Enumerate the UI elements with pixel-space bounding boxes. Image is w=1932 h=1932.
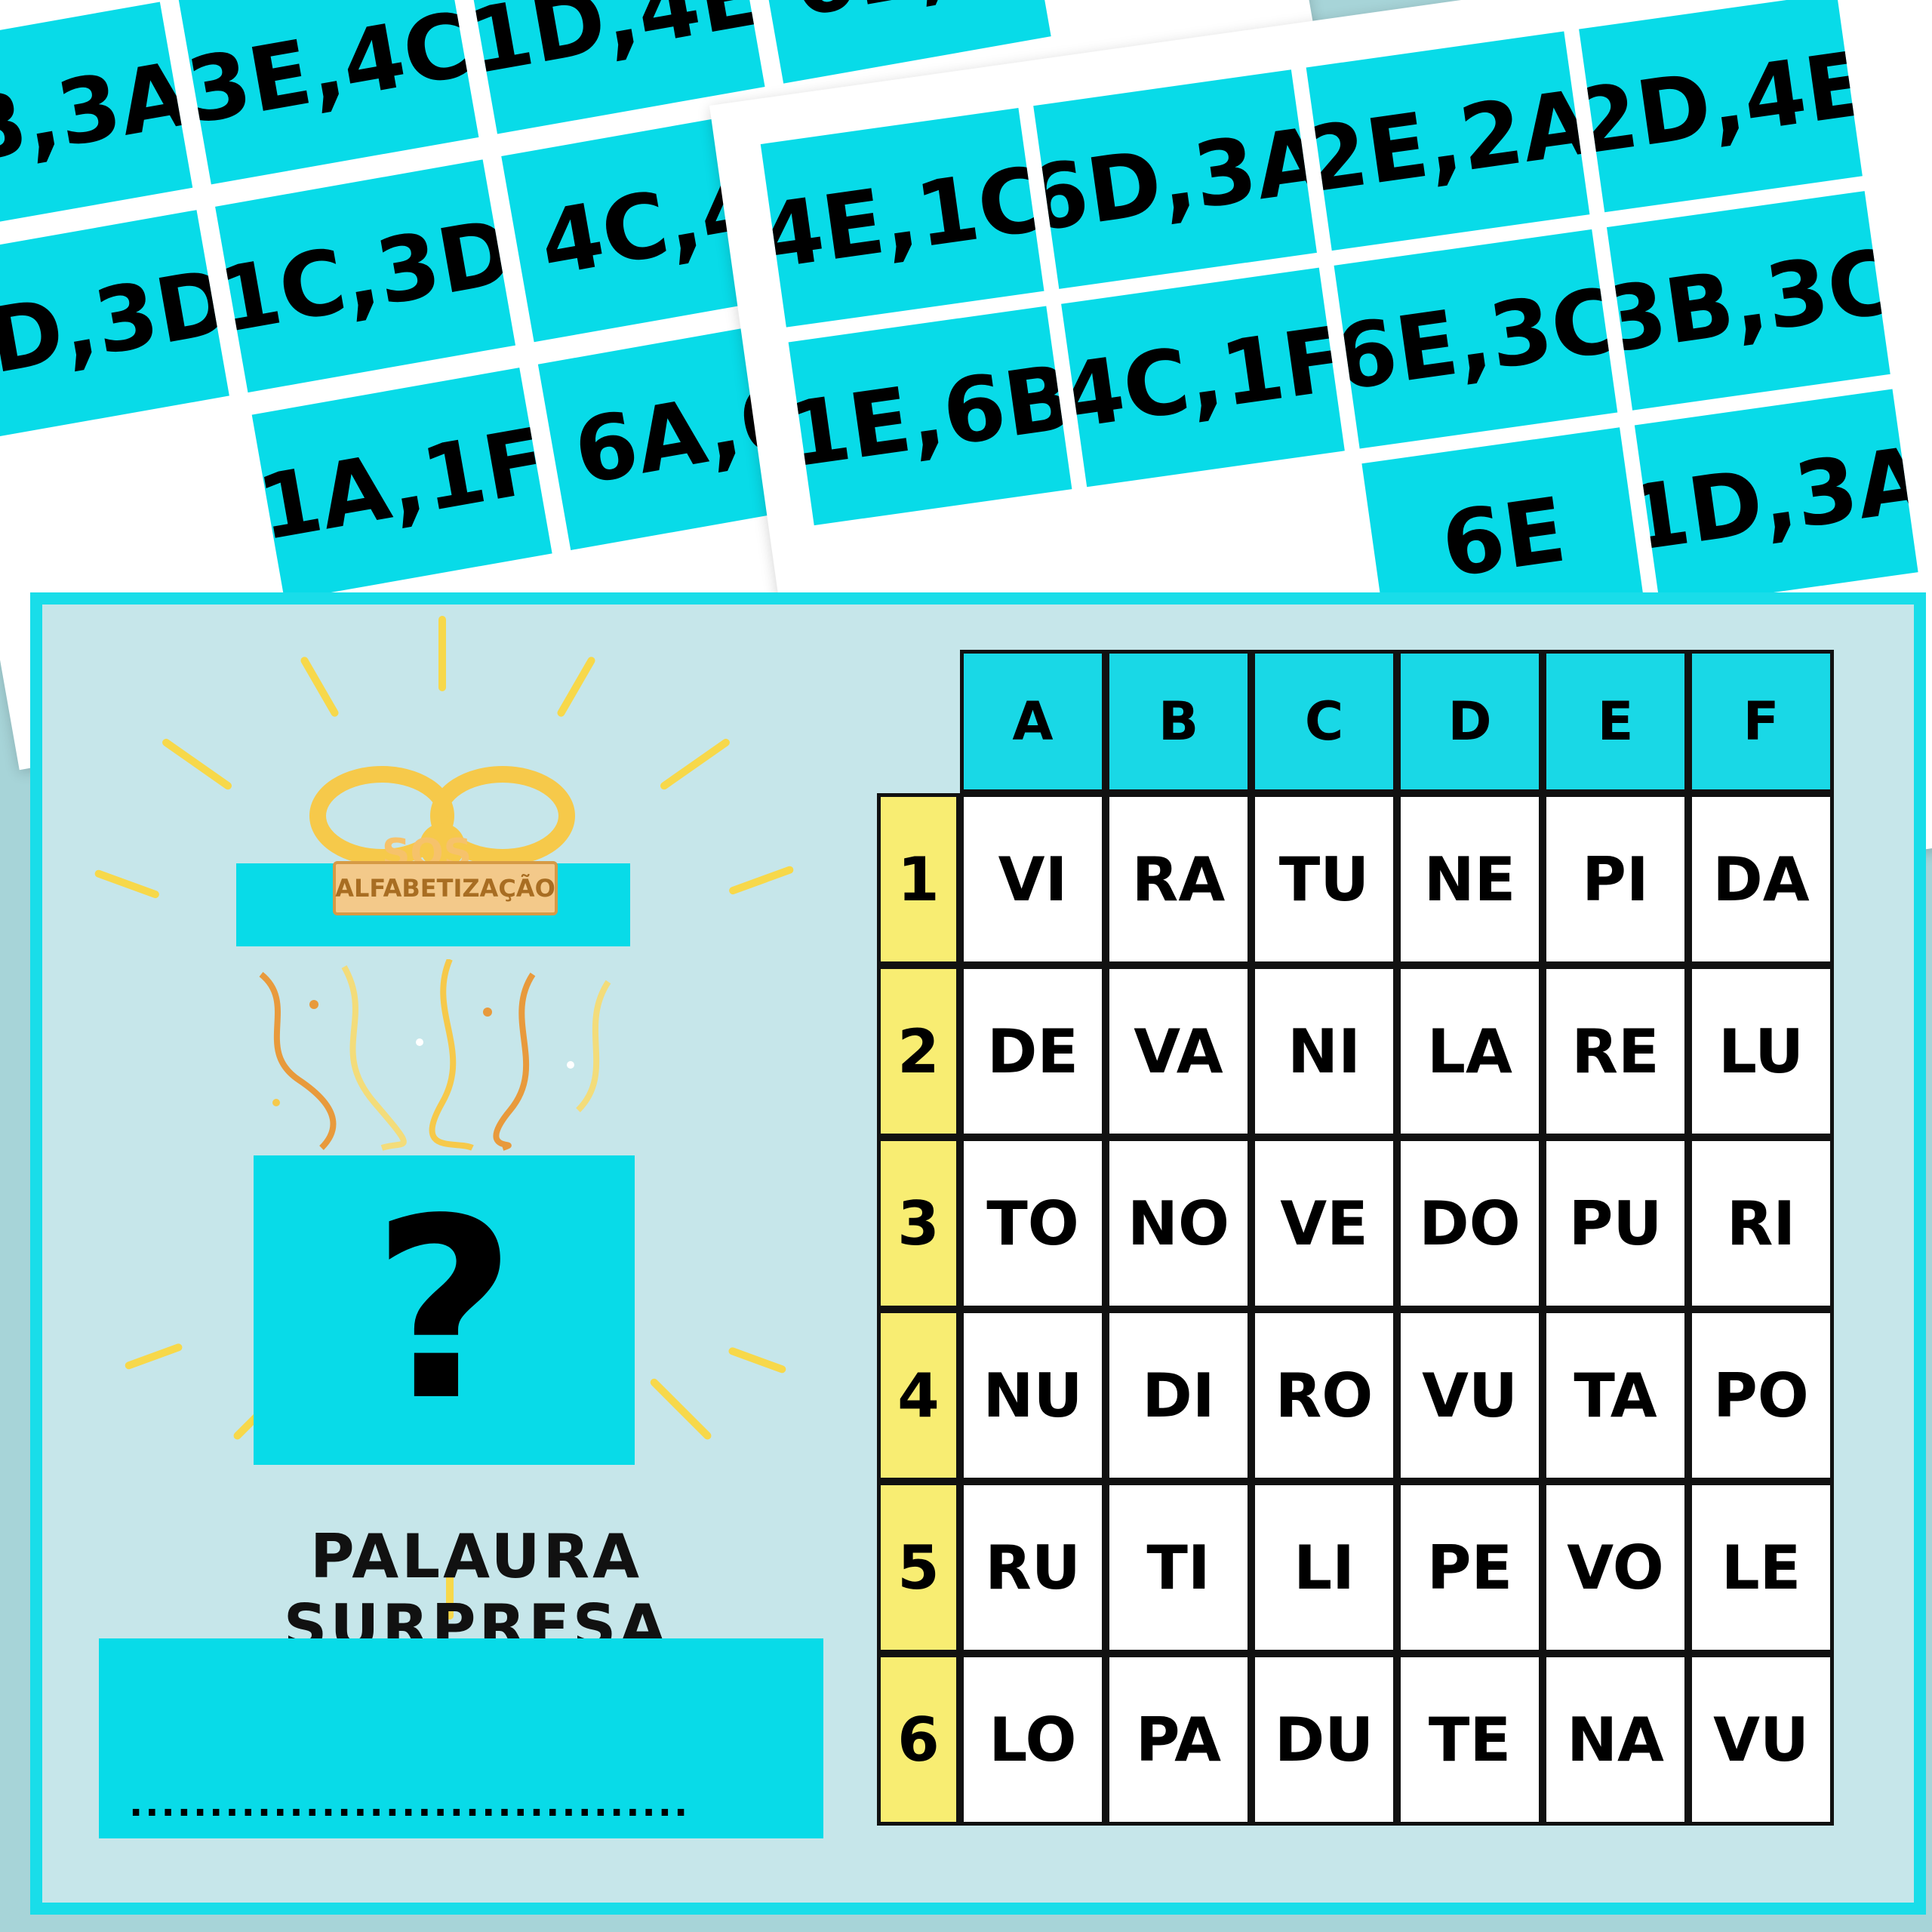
card[interactable]: 3B,3C — [1606, 191, 1890, 411]
grid-cell[interactable]: LI — [1251, 1481, 1397, 1654]
light-ray — [728, 865, 795, 896]
light-ray — [299, 655, 340, 718]
light-ray — [728, 1346, 787, 1374]
grid-corner — [877, 650, 960, 793]
light-ray — [648, 1377, 713, 1441]
card[interactable]: 4E,1C — [760, 108, 1044, 328]
grid-cell[interactable]: TI — [1106, 1481, 1251, 1654]
grid-cell[interactable]: LA — [1397, 965, 1543, 1137]
grid-cell[interactable]: TE — [1397, 1654, 1543, 1826]
answer-line: ................................... — [129, 1786, 691, 1822]
column-header: B — [1106, 650, 1251, 793]
column-header: A — [960, 650, 1106, 793]
grid-cell[interactable]: TA — [1543, 1309, 1688, 1481]
grid-cell[interactable]: RE — [1543, 965, 1688, 1137]
row-header: 4 — [877, 1309, 960, 1481]
row-header: 3 — [877, 1137, 960, 1309]
card[interactable]: 6D,3A — [1033, 69, 1317, 289]
grid-cell[interactable]: NU — [960, 1309, 1106, 1481]
grid-cell[interactable]: VE — [1251, 1137, 1397, 1309]
grid-cell[interactable]: PU — [1543, 1137, 1688, 1309]
grid-cell[interactable]: TU — [1251, 793, 1397, 965]
card[interactable]: 4C,1F — [1061, 267, 1345, 488]
answer-box[interactable]: ................................... — [99, 1638, 823, 1838]
grid-cell[interactable]: VO — [1543, 1481, 1688, 1654]
card[interactable]: 2B,3A — [0, 2, 193, 235]
card[interactable]: 1E,6B — [788, 306, 1072, 526]
grid-cell[interactable]: PE — [1397, 1481, 1543, 1654]
logo-banner: ALFABETIZAÇÃO — [333, 861, 558, 915]
column-header: F — [1688, 650, 1834, 793]
card[interactable]: 2D,3D — [0, 210, 229, 443]
card[interactable]: 1D,3A — [1634, 389, 1918, 609]
grid-cell[interactable]: DE — [960, 965, 1106, 1137]
grid-cell[interactable]: DU — [1251, 1654, 1397, 1826]
grid-cell[interactable]: NO — [1106, 1137, 1251, 1309]
grid-cell[interactable]: VU — [1688, 1654, 1834, 1826]
grid-cell[interactable]: LU — [1688, 965, 1834, 1137]
card[interactable]: 1A,1F — [251, 368, 552, 601]
card[interactable]: 2E,2A — [1306, 31, 1590, 251]
grid-cell[interactable]: RO — [1251, 1309, 1397, 1481]
light-ray — [438, 616, 446, 691]
row-header: 6 — [877, 1654, 960, 1826]
column-header: C — [1251, 650, 1397, 793]
light-ray — [94, 869, 161, 900]
grid-cell[interactable]: LE — [1688, 1481, 1834, 1654]
gift-bow-icon — [309, 766, 575, 869]
grid-cell[interactable]: PO — [1688, 1309, 1834, 1481]
card[interactable]: 6E,3C — [1334, 229, 1618, 449]
grid-cell[interactable]: VI — [960, 793, 1106, 965]
confetti-icon — [259, 959, 611, 1151]
card[interactable]: 1C,3D — [215, 159, 516, 393]
grid-cell[interactable]: RA — [1106, 793, 1251, 965]
syllable-grid: A B C D E F 1 VI RA TU NE PI DA 2 DE VA … — [877, 650, 1834, 1826]
grid-cell[interactable]: LO — [960, 1654, 1106, 1826]
grid-cell[interactable]: RI — [1688, 1137, 1834, 1309]
grid-cell[interactable]: TO — [960, 1137, 1106, 1309]
grid-cell[interactable]: DO — [1397, 1137, 1543, 1309]
card[interactable]: 3E,4C — [178, 0, 479, 185]
grid-cell[interactable]: VA — [1106, 965, 1251, 1137]
row-header: 2 — [877, 965, 960, 1137]
grid-cell[interactable]: DA — [1688, 793, 1834, 965]
grid-cell[interactable]: DI — [1106, 1309, 1251, 1481]
row-header: 1 — [877, 793, 960, 965]
light-ray — [124, 1342, 183, 1371]
grid-cell[interactable]: NA — [1543, 1654, 1688, 1826]
light-ray — [555, 655, 597, 718]
grid-cell[interactable]: PI — [1543, 793, 1688, 965]
mystery-box: ? — [254, 1155, 635, 1465]
column-header: E — [1543, 650, 1688, 793]
light-ray — [161, 737, 233, 792]
column-header: D — [1397, 650, 1543, 793]
question-mark-icon: ? — [371, 1165, 517, 1455]
grid-cell[interactable]: RU — [960, 1481, 1106, 1654]
grid-cell[interactable]: NE — [1397, 793, 1543, 965]
light-ray — [659, 737, 731, 792]
grid-cell[interactable]: NI — [1251, 965, 1397, 1137]
grid-cell[interactable]: VU — [1397, 1309, 1543, 1481]
game-board: SOS ALFABETIZAÇÃO ? PALAURA SURPRESA ...… — [30, 592, 1926, 1915]
card[interactable]: 2D,4E — [1579, 0, 1863, 213]
row-header: 5 — [877, 1481, 960, 1654]
grid-cell[interactable]: PA — [1106, 1654, 1251, 1826]
